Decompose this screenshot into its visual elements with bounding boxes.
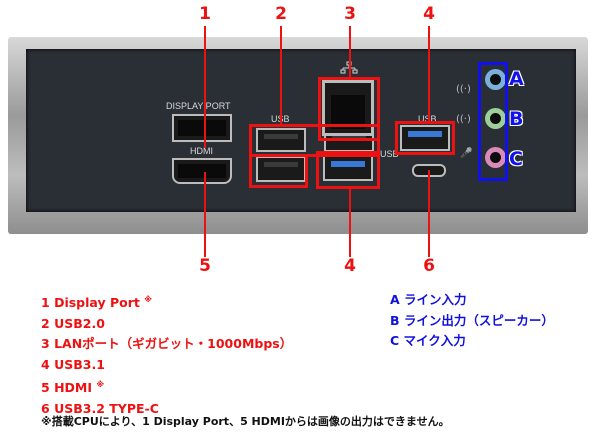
line-in-symbol-icon: ((·)	[456, 84, 471, 95]
audio-jack-line-out	[485, 108, 506, 129]
displayport-connector	[172, 114, 232, 142]
leader-line-5	[204, 172, 206, 257]
legend-item-2: 2 USB2.0	[41, 315, 105, 331]
leader-line-3	[349, 26, 351, 78]
callout-3: 3	[344, 4, 356, 24]
usb2-port-top	[256, 128, 306, 152]
callout-2: 2	[275, 4, 287, 24]
callout-4-bottom: 4	[344, 256, 356, 276]
leader-line-1	[204, 26, 206, 148]
port-legend-list: 1 Display Port ※ 2 USB2.0 3 LANポート（ギガビット…	[41, 290, 292, 419]
hdmi-connector	[172, 158, 232, 184]
footnote: ※搭載CPUにより、1 Display Port、5 HDMIからは画像の出力は…	[41, 415, 450, 428]
leader-line-6	[428, 170, 430, 257]
silk-usb-middle: USB	[380, 149, 399, 159]
legend-item-6: 6 USB3.2 TYPE-C	[41, 400, 159, 416]
microphone-icon: 🎤	[460, 148, 473, 159]
audio-label-b: B	[509, 108, 524, 130]
legend-audio-c: C マイク入力	[390, 333, 466, 348]
audio-label-c: C	[509, 148, 523, 170]
highlight-usb3-bottom	[316, 151, 380, 189]
audio-label-a: A	[509, 68, 524, 90]
silk-hdmi: HDMI	[190, 146, 213, 156]
callout-1: 1	[199, 4, 211, 24]
legend-item-3: 3 LANポート（ギガビット・1000Mbps）	[41, 336, 293, 352]
highlight-usb2-top	[249, 124, 380, 157]
legend-audio-b: B ライン出力（スピーカー）	[390, 312, 554, 328]
highlight-audio-jacks	[478, 62, 508, 181]
audio-jack-line-in	[485, 69, 506, 90]
legend-item-1: 1 Display Port ※	[41, 295, 152, 311]
audio-jack-mic	[485, 147, 506, 168]
legend-item-5: 5 HDMI ※	[41, 380, 105, 396]
highlight-usb3-right	[395, 121, 455, 155]
silk-display-port: DISPLAY PORT	[166, 101, 231, 111]
highlight-usb2-bottom	[249, 154, 308, 188]
silk-usb-right: USB	[418, 114, 437, 124]
callout-4-top: 4	[423, 4, 435, 24]
leader-line-4-bottom	[349, 188, 351, 257]
audio-legend-list: A ライン入力 B ライン出力（スピーカー） C マイク入力	[390, 290, 554, 352]
highlight-lan	[318, 77, 380, 141]
legend-audio-a: A ライン入力	[390, 292, 467, 307]
usb3-port-right	[400, 125, 450, 151]
callout-5: 5	[199, 256, 211, 276]
leader-line-4-top	[428, 26, 430, 122]
leader-line-2	[280, 26, 282, 126]
legend-item-4: 4 USB3.1	[41, 356, 105, 372]
callout-6: 6	[423, 256, 435, 276]
line-out-symbol-icon: ((·)	[456, 114, 471, 125]
